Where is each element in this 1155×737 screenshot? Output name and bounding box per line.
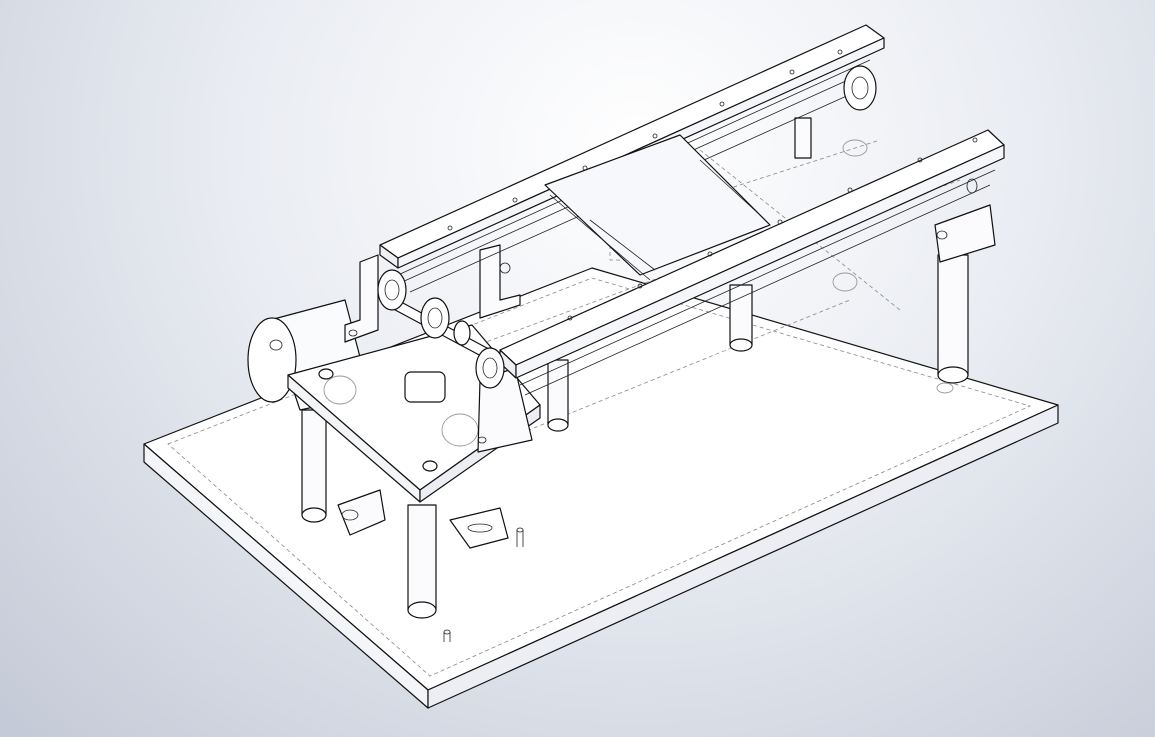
conveyor-bed-icon[interactable]: [544, 134, 771, 281]
end-bracket-icon[interactable]: [344, 178, 996, 453]
foot-bracket-icon[interactable]: [337, 489, 509, 549]
support-leg-icon[interactable]: [301, 117, 969, 642]
pulley-icon[interactable]: [377, 65, 954, 394]
conveyor-rail-right-icon[interactable]: [499, 129, 1005, 396]
